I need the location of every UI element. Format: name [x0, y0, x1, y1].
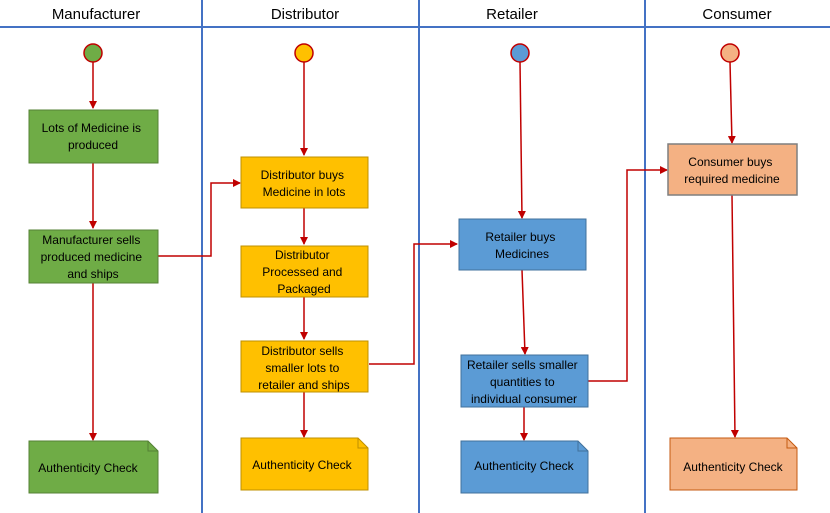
start-node-distributor	[294, 43, 314, 63]
lane-title-retailer: Retailer	[486, 6, 538, 23]
connector-c-start-c1	[727, 61, 736, 144]
svg-text:Authenticity Check: Authenticity Check	[252, 458, 352, 472]
process-box-c1: Consumer buys required medicine	[667, 143, 798, 196]
svg-text:Lots of Medicine is prod: Lots of Medicine is produced	[42, 121, 145, 152]
start-node-manufacturer	[83, 43, 103, 63]
svg-text:Manufacturer sells produ: Manufacturer sells produced medicine and…	[41, 233, 146, 281]
process-box-r2: Retailer sells smaller quantities to ind…	[460, 354, 589, 408]
svg-text:Retailer buys Medicines: Retailer buys Medicines	[485, 230, 558, 261]
document-node-d4: Authenticity Check	[240, 437, 369, 491]
start-node-retailer	[510, 43, 530, 63]
svg-text:Authenticity Check: Authenticity Check	[38, 461, 138, 475]
svg-text:Distributor buys Medicin: Distributor buys Medicine in lots	[261, 168, 348, 199]
svg-text:Distributor Processed an: Distributor Processed and Packaged	[262, 248, 345, 296]
process-box-m1: Lots of Medicine is produced	[28, 109, 159, 164]
connector-r-start-r1	[517, 61, 526, 219]
svg-text:Distributor sells smalle: Distributor sells smaller lots to retail…	[258, 344, 349, 392]
process-box-d1: Distributor buys Medicine in lots	[240, 156, 369, 209]
connector-r2-c1	[588, 166, 668, 382]
lane-title-consumer: Consumer	[702, 6, 771, 23]
svg-text:Authenticity Check: Authenticity Check	[683, 460, 783, 474]
connector-d3-r1	[369, 240, 458, 365]
document-node-c2: Authenticity Check	[669, 437, 798, 491]
connector-r1-r2	[520, 269, 529, 355]
svg-text:Authenticity Check: Authenticity Check	[474, 459, 574, 473]
process-box-m2: Manufacturer sells produced medicine and…	[28, 229, 159, 284]
lane-title-distributor: Distributor	[271, 6, 339, 23]
start-node-consumer	[720, 43, 740, 63]
document-node-r3: Authenticity Check	[460, 440, 589, 494]
svg-text:Retailer sells smaller q: Retailer sells smaller quantities to ind…	[467, 358, 581, 406]
process-box-d3: Distributor sells smaller lots to retail…	[240, 340, 369, 393]
lane-title-manufacturer: Manufacturer	[52, 6, 140, 23]
connectors	[89, 61, 739, 441]
process-box-d2: Distributor Processed and Packaged	[240, 245, 369, 298]
connector-c1-c2	[730, 194, 739, 438]
svg-text:Consumer buys required m: Consumer buys required medicine	[684, 155, 780, 186]
document-node-m3: Authenticity Check	[28, 440, 159, 494]
process-box-r1: Retailer buys Medicines	[458, 218, 587, 271]
connector-m2-d1	[158, 179, 241, 257]
